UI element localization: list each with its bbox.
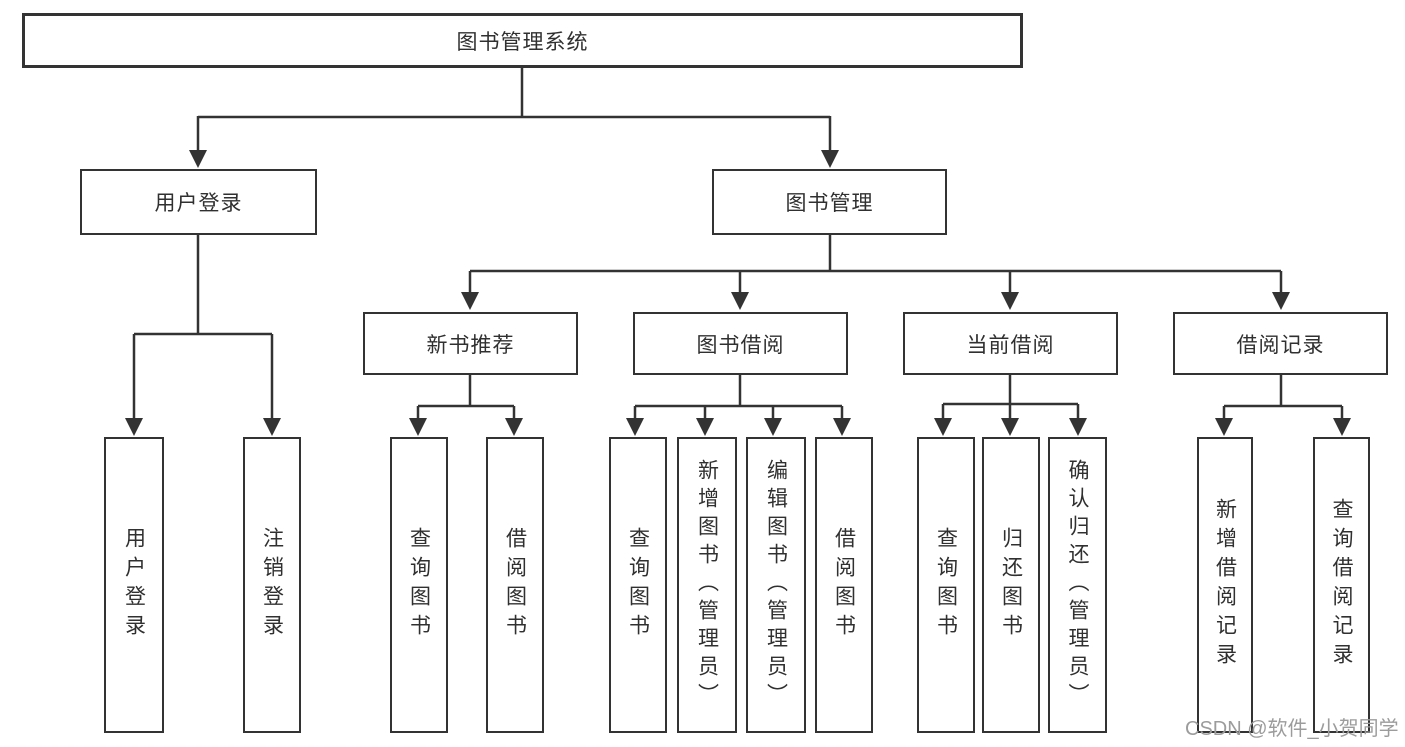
leaf-logout: 注销登录: [243, 437, 301, 733]
csdn-watermark: CSDN @软件_小贺同学: [1185, 718, 1399, 740]
arrow-down-icon: [821, 150, 839, 168]
node-book-management-label: 图书管理: [785, 192, 874, 215]
arrow-down-icon: [409, 418, 427, 436]
connector-current-borrow: [941, 374, 1080, 420]
leaf-return-books: 归还图书: [982, 437, 1040, 733]
leaf-user-login-label: 用户登录: [122, 527, 146, 643]
node-book-borrow: 图书借阅: [633, 312, 848, 375]
node-root-label: 图书管理系统: [456, 30, 589, 54]
arrow-down-icon: [696, 418, 714, 436]
arrow-down-icon: [833, 418, 851, 436]
connector-user-login: [132, 235, 274, 420]
node-user-login-label: 用户登录: [154, 192, 243, 215]
connector-book-management: [468, 235, 1283, 294]
leaf-add-borrow-record-label: 新增借阅记录: [1213, 498, 1237, 672]
arrow-down-icon: [1272, 292, 1290, 310]
arrow-down-icon: [1001, 292, 1019, 310]
arrow-down-icon: [189, 150, 207, 168]
leaf-edit-books-admin-label: 编辑图书（管理员）: [764, 459, 788, 711]
leaf-borrow-books-1-label: 借阅图书: [503, 527, 527, 643]
leaf-add-borrow-record: 新增借阅记录: [1197, 437, 1253, 733]
arrow-down-icon: [1215, 418, 1233, 436]
node-borrow-records: 借阅记录: [1173, 312, 1388, 375]
node-book-borrow-label: 图书借阅: [696, 333, 785, 357]
arrow-down-icon: [626, 418, 644, 436]
connector-new-book: [416, 374, 516, 420]
leaf-borrow-books-1: 借阅图书: [486, 437, 544, 733]
arrow-down-icon: [764, 418, 782, 436]
arrow-down-icon: [125, 418, 143, 436]
leaf-confirm-return-admin: 确认归还（管理员）: [1048, 437, 1107, 733]
leaf-edit-books-admin: 编辑图书（管理员）: [746, 437, 806, 733]
arrow-down-icon: [1069, 418, 1087, 436]
leaf-user-login: 用户登录: [104, 437, 164, 733]
arrow-down-icon: [934, 418, 952, 436]
leaf-query-borrow-record: 查询借阅记录: [1313, 437, 1370, 733]
node-current-borrow: 当前借阅: [903, 312, 1118, 375]
leaf-logout-label: 注销登录: [260, 527, 284, 643]
leaf-borrow-books-2-label: 借阅图书: [832, 527, 856, 643]
leaf-borrow-books-2: 借阅图书: [815, 437, 873, 733]
connector-borrow-records: [1222, 374, 1344, 420]
arrow-down-icon: [1001, 418, 1019, 436]
leaf-query-books-2-label: 查询图书: [626, 527, 650, 643]
leaf-return-books-label: 归还图书: [999, 527, 1023, 643]
arrow-down-icon: [1333, 418, 1351, 436]
node-current-borrow-label: 当前借阅: [966, 333, 1055, 357]
leaf-query-borrow-record-label: 查询借阅记录: [1330, 498, 1353, 672]
leaf-query-books-3-label: 查询图书: [934, 527, 958, 643]
leaf-query-books-1-label: 查询图书: [407, 527, 431, 643]
leaf-query-books-2: 查询图书: [609, 437, 667, 733]
arrow-down-icon: [731, 292, 749, 310]
node-book-management: 图书管理: [712, 169, 947, 235]
leaf-add-books-admin-label: 新增图书（管理员）: [695, 459, 719, 711]
leaf-query-books-1: 查询图书: [390, 437, 448, 733]
arrow-down-icon: [505, 418, 523, 436]
node-new-book-recommend: 新书推荐: [363, 312, 578, 375]
arrow-down-icon: [263, 418, 281, 436]
node-user-login: 用户登录: [80, 169, 317, 235]
connector-book-borrow: [633, 374, 844, 420]
arrowhead-icons: [125, 150, 1351, 436]
connector-root: [196, 68, 832, 152]
node-root-system: 图书管理系统: [22, 13, 1023, 68]
leaf-confirm-return-admin-label: 确认归还（管理员）: [1066, 459, 1089, 711]
leaf-query-books-3: 查询图书: [917, 437, 975, 733]
arrow-down-icon: [461, 292, 479, 310]
node-borrow-records-label: 借阅记录: [1236, 333, 1325, 357]
leaf-add-books-admin: 新增图书（管理员）: [677, 437, 737, 733]
node-new-book-recommend-label: 新书推荐: [426, 333, 515, 357]
